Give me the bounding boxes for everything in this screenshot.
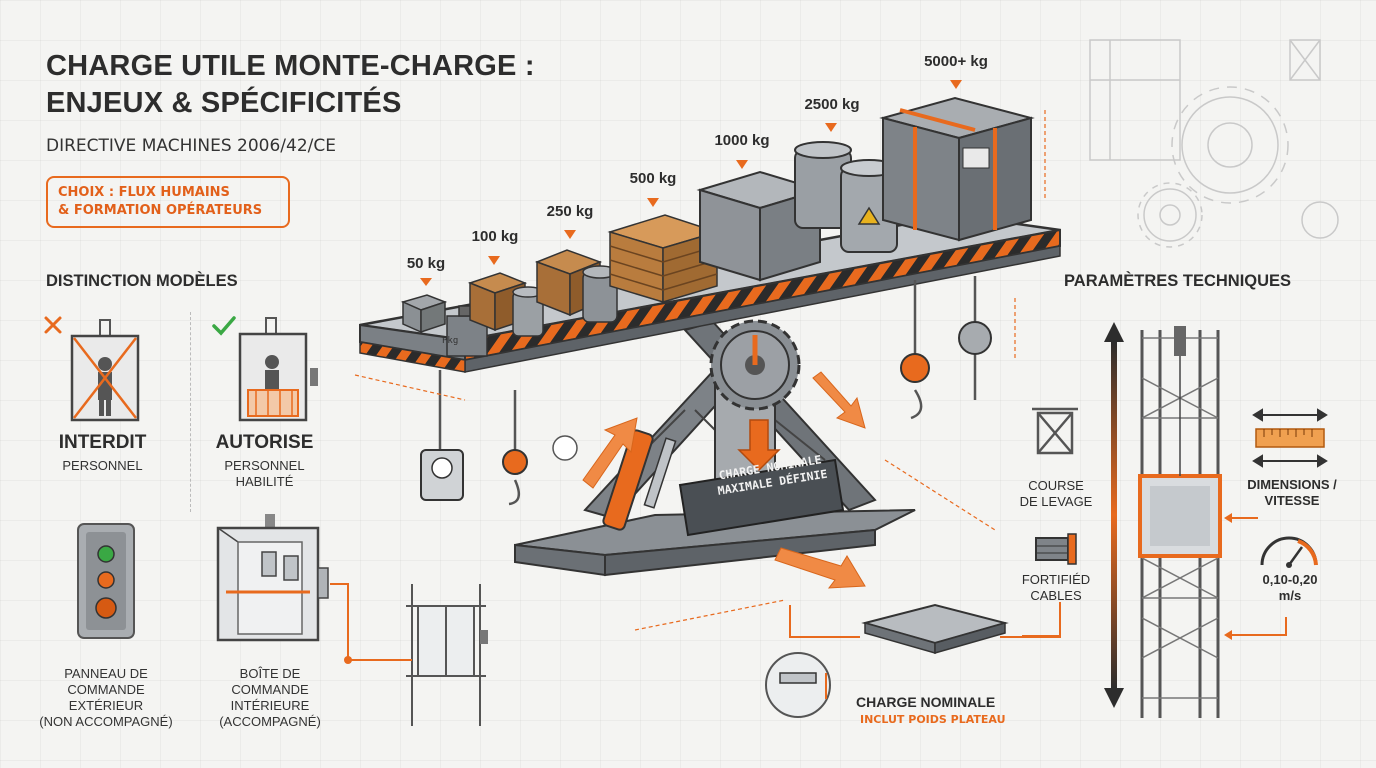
course-line-2: DE LEVAGE [1019,494,1093,509]
load-label-50kg: 50 kg [406,255,446,272]
course-label: COURSE DE LEVAGE [1006,478,1106,510]
forbidden-title: INTERDIT [58,432,147,453]
dimensions-line-2: VITESSE [1264,493,1320,508]
speed-label: 0,10-0,20 m/s [1240,572,1340,604]
interior-box-line-1: BOÎTE DE [239,666,301,681]
load-label-250kg: 250 kg [546,203,594,220]
dimensions-line-1: DIMENSIONS / [1247,477,1337,492]
small-barrel-icon [512,286,544,337]
load-label-2500kg: 2500 kg [804,96,860,113]
allowed-subtitle-line-1: PERSONNEL [224,458,305,473]
interior-box-label: BOÎTE DE COMMANDE INTÉRIEURE (ACCOMPAGNÉ… [200,666,340,730]
interior-box-line-3: INTÉRIEURE [230,698,310,713]
interior-box-line-2: COMMANDE [231,682,309,697]
connector-line [1022,602,1061,637]
gauge-icon [552,435,578,461]
load-5000kg-container-icon [879,96,1035,242]
cables-line-1: FORTIFIÉD [1021,572,1091,587]
dimensions-label: DIMENSIONS / VITESSE [1232,477,1352,509]
cable-icon [1035,533,1077,565]
blueprint-gears-icon [1089,39,1339,248]
mast-tower-icon [1104,322,1222,718]
load-50kg-box-icon [400,294,448,334]
lifting-platform-illustration [354,96,1061,631]
course-line-1: COURSE [1028,478,1084,493]
allowed-cabin-icon [212,316,318,422]
cables-label: FORTIFIÉD CABLES [1006,572,1106,604]
speedometer-icon [1260,536,1318,568]
allowed-subtitle-line-2: HABILITÉ [235,474,294,489]
elevator-shaft-sketch-icon [330,583,488,726]
divider [190,312,191,512]
technical-heading: PARAMÈTRES TECHNIQUES [1064,272,1292,290]
allowed-subtitle: PERSONNEL HABILITÉ [202,458,327,490]
page-title: CHARGE UTILE MONTE-CHARGE : ENJEUX & SPÉ… [46,48,666,122]
speed-line-2: m/s [1278,588,1302,603]
weight-block-icon [446,305,488,357]
ruler-icon [1252,408,1328,468]
exterior-panel-line-1: PANNEAU DE [64,666,148,681]
directive-subtitle: DIRECTIVE MACHINES 2006/42/CE [46,136,336,156]
allowed-title: AUTORISE [215,432,314,453]
speed-connector-line [1224,617,1287,640]
load-pointer-icons [420,278,432,286]
load-label-500kg: 500 kg [629,170,677,187]
title-line-2: ENJEUX & SPÉCIFICITÉS [46,87,402,119]
exterior-panel-line-4: (NON ACCOMPAGNÉ) [39,714,173,729]
load-label-5000kg: 5000+ kg [924,53,988,70]
gray-barrel-icon [582,265,618,323]
cables-line-2: CABLES [1030,588,1082,603]
exterior-panel-line-3: EXTÉRIEUR [68,698,144,713]
arrow-left-icon [1224,513,1258,523]
exterior-control-panel-icon [77,523,135,639]
choice-badge: CHOIX : FLUX HUMAINS & FORMATION OPÉRATE… [46,176,290,228]
nominal-charge-note: INCLUT POIDS PLATEAU [860,713,1006,726]
exterior-panel-line-2: COMMANDE [67,682,145,697]
lift-frame-icon [1032,407,1078,455]
distinction-heading: DISTINCTION MODÈLES [46,272,238,290]
badge-line-1: CHOIX : FLUX HUMAINS [58,185,230,200]
speed-line-1: 0,10-0,20 [1262,572,1318,587]
nominal-charge-title: CHARGE NOMINALE [856,694,996,710]
nominal-charge-plate-icon [765,603,1061,718]
central-gear-icon [709,319,801,411]
load-label-100kg: 100 kg [471,228,519,245]
exterior-panel-label: PANNEAU DE COMMANDE EXTÉRIEUR (NON ACCOM… [36,666,176,730]
interior-box-line-4: (ACCOMPAGNÉ) [219,714,321,729]
title-line-1: CHARGE UTILE MONTE-CHARGE : [46,50,535,82]
interior-control-box-icon [216,514,329,642]
small-box-text: Pkg [442,336,459,346]
badge-line-2: & FORMATION OPÉRATEURS [58,203,263,218]
load-pointer-arrows-icon [488,80,962,265]
load-label-1000kg: 1000 kg [714,132,770,149]
forbidden-subtitle: PERSONNEL [62,458,143,473]
forbidden-cabin-icon [44,316,140,422]
